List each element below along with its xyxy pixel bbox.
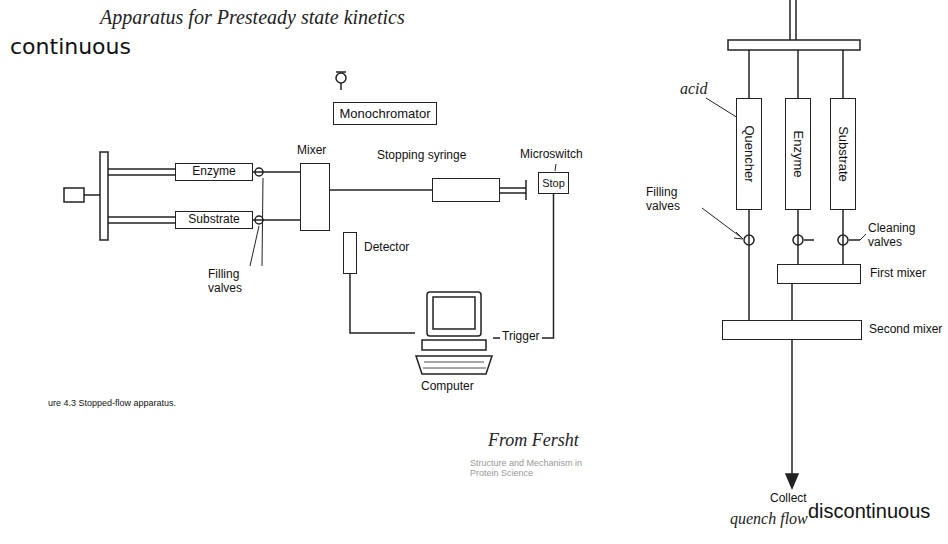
monochromator-box: Monochromator (333, 102, 437, 125)
microswitch-box: Stop (538, 172, 569, 194)
node-label: Substrate (836, 126, 851, 182)
mixer-block: First mixer (777, 264, 861, 284)
lamp-symbol (336, 73, 346, 83)
node-label: Stop (542, 177, 565, 190)
node-label: Detector (364, 241, 409, 255)
tube-connector (748, 210, 750, 320)
tube-connector (797, 210, 799, 264)
title: Apparatus for Presteady state kinetics (100, 6, 405, 29)
mixer-block: Mixer (300, 163, 330, 231)
drive-block (64, 188, 84, 202)
node-label: Enzyme (791, 131, 806, 178)
drive-plate (100, 152, 108, 240)
syringe-barrel: Enzyme (175, 163, 253, 181)
tube-connector (330, 189, 432, 191)
tube-connector (791, 284, 793, 320)
mode-label: continuous (10, 34, 131, 59)
drive-bar (728, 40, 860, 50)
part-label: Microswitch (520, 148, 583, 162)
node-label: Quencher (742, 125, 757, 182)
faint-note: Structure and Mechanism in Protein Scien… (470, 458, 610, 479)
part-label: Filling valves (646, 186, 704, 214)
tube-connector (493, 194, 554, 338)
node-label: Enzyme (192, 165, 235, 179)
node-label: Computer (421, 380, 474, 394)
tube-connector (350, 274, 415, 333)
tube-connector (842, 210, 844, 264)
edge-label: Trigger (500, 330, 542, 344)
syringe-barrel: Enzyme (785, 98, 811, 210)
node-label: First mixer (870, 267, 926, 281)
node-label: Second mixer (869, 323, 942, 337)
part-label: Filling valves (208, 268, 266, 296)
tube-connector (253, 171, 300, 173)
computer: Computer (415, 290, 493, 378)
part-label: Cleaning valves (868, 222, 940, 250)
node-label: Stopping syringe (377, 149, 466, 163)
node-label: Monochromator (339, 106, 430, 121)
syringe-barrel: Substrate (830, 98, 856, 210)
handwritten-note: From Fersht (488, 430, 579, 451)
computer-monitor (427, 292, 481, 336)
mode-label: discontinuous (808, 500, 930, 523)
figure-caption: ure 4.3 Stopped-flow apparatus. (48, 398, 176, 408)
part-label: Collect (770, 492, 807, 506)
syringe-barrel: Substrate (175, 211, 253, 229)
node-label: Mixer (297, 144, 326, 158)
detector-box: Detector (343, 232, 357, 274)
stopping-syringe: Stopping syringe (432, 178, 500, 202)
mixer-block: Second mixer (722, 320, 862, 340)
tube-connector (253, 219, 300, 221)
handwritten-note: acid (680, 80, 708, 98)
node-label: Substrate (188, 213, 239, 227)
syringe-barrel: Quencher (736, 98, 762, 210)
handwritten-note: quench flow (730, 510, 808, 528)
